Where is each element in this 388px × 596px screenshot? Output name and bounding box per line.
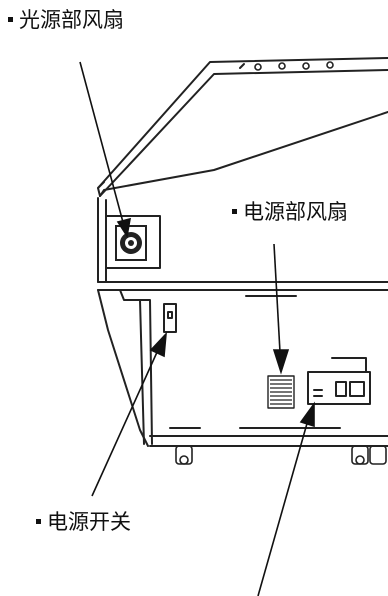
power-supply-fan-text: 电源部风扇 <box>243 200 348 224</box>
power-fan-pointer <box>273 243 281 353</box>
power-switch-label: 电源开关 <box>36 512 131 533</box>
light-source-fan-icon <box>115 225 147 261</box>
bullet-icon <box>232 208 237 214</box>
connector-panel <box>307 357 371 405</box>
light-source-fan-text: 光源部风扇 <box>19 8 124 32</box>
body-side <box>97 289 388 447</box>
pointer-lines <box>79 61 315 596</box>
power-supply-fan-label: 电源部风扇 <box>232 202 348 223</box>
connector-pointer <box>257 419 309 596</box>
light-source-fan-label: 光源部风扇 <box>8 10 124 31</box>
vent-slats <box>270 379 292 405</box>
feet <box>175 445 387 465</box>
power-fan-vent <box>267 375 295 409</box>
bullet-icon <box>8 16 13 22</box>
light-fan-pointer <box>79 61 125 227</box>
power-switch-text: 电源开关 <box>47 510 131 534</box>
lid-knobs <box>254 61 334 71</box>
lid <box>97 57 388 197</box>
power-switch-drawing <box>163 303 177 333</box>
power-switch-pointer <box>91 349 159 497</box>
bullet-icon <box>36 518 41 524</box>
upper-housing <box>97 197 388 291</box>
